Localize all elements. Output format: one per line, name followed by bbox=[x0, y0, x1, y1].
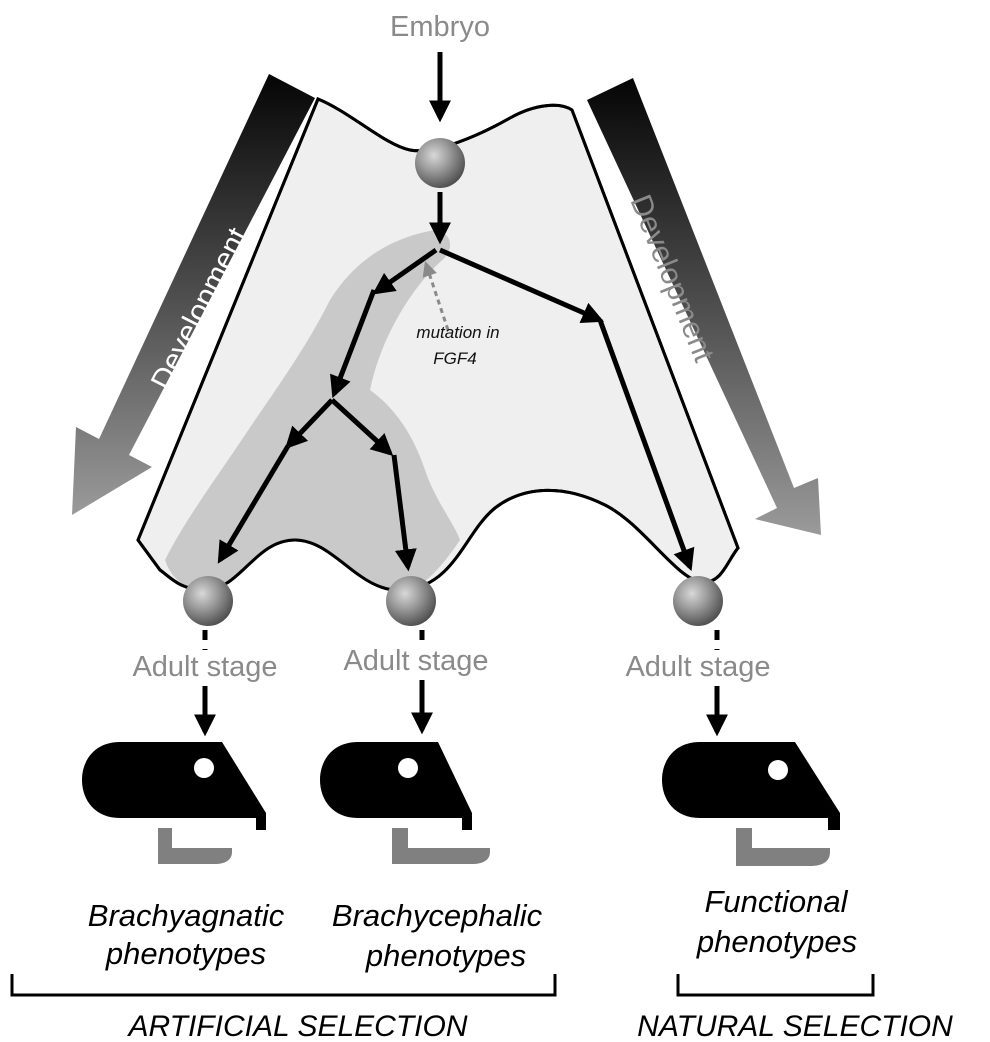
phenotype-label-1-line1: Brachyagnatic bbox=[88, 898, 285, 933]
skull-icon-brachycephalic bbox=[320, 742, 490, 864]
adult-node-3 bbox=[673, 576, 723, 626]
mutation-label-line2: FGF4 bbox=[433, 349, 476, 368]
mutation-label-line1: mutation in bbox=[416, 323, 499, 342]
phenotype-label-2-line2: phenotypes bbox=[365, 938, 526, 973]
phenotype-label-3-line2: phenotypes bbox=[696, 924, 857, 959]
embryo-node bbox=[415, 138, 465, 188]
skull-icon-brachyagnatic bbox=[82, 742, 266, 864]
adult-stage-label-2: Adult stage bbox=[343, 645, 488, 677]
phenotype-label-1-line2: phenotypes bbox=[105, 936, 266, 971]
artificial-selection-label: ARTIFICIAL SELECTION bbox=[127, 1010, 468, 1042]
adult-node-1 bbox=[183, 576, 233, 626]
natural-selection-label: NATURAL SELECTION bbox=[637, 1010, 953, 1042]
adult-stage-label-3: Adult stage bbox=[625, 651, 770, 683]
embryo-label: Embryo bbox=[390, 11, 490, 43]
phenotype-label-3-line1: Functional bbox=[704, 884, 848, 919]
natural-selection-bracket bbox=[678, 974, 873, 995]
phenotype-label-2-line1: Brachycephalic bbox=[332, 898, 543, 933]
adult-node-2 bbox=[386, 576, 436, 626]
artificial-selection-bracket bbox=[12, 974, 555, 995]
adult-stage-label-1: Adult stage bbox=[132, 651, 277, 683]
skull-icon-functional bbox=[662, 742, 840, 866]
